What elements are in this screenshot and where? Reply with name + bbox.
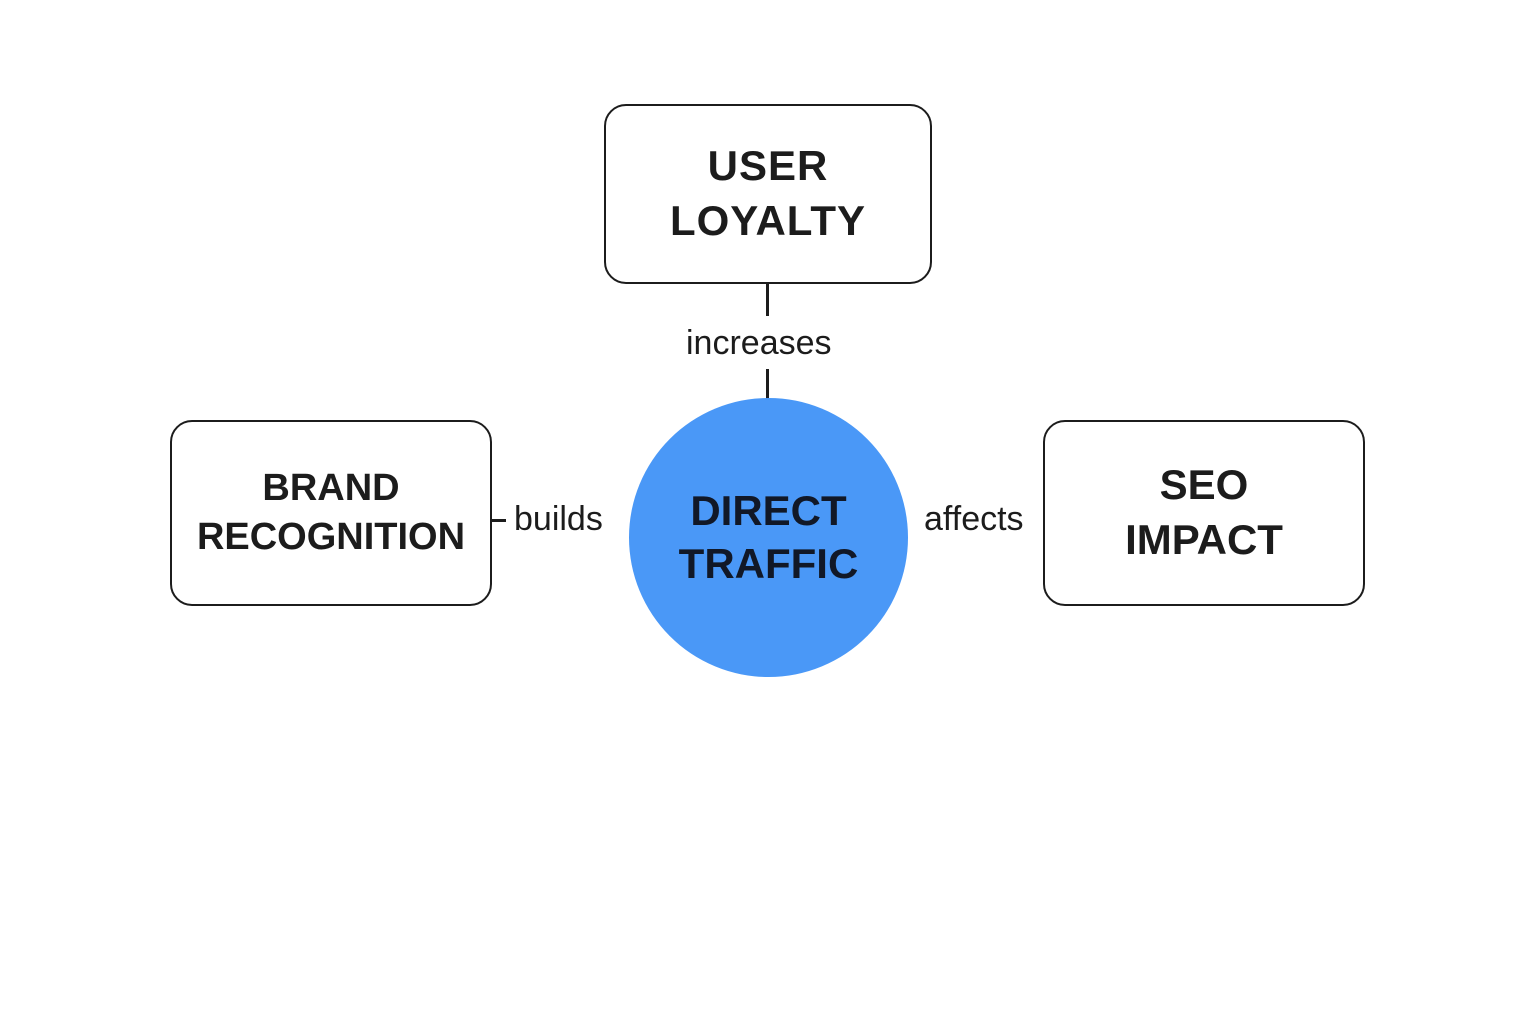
node-seo-impact-line2: IMPACT [1125, 516, 1283, 563]
node-user-loyalty: USER LOYALTY [604, 104, 932, 284]
node-seo-impact: SEO IMPACT [1043, 420, 1365, 606]
node-direct-traffic-line2: TRAFFIC [678, 539, 859, 587]
edge-label-affects: affects [924, 500, 1024, 538]
node-direct-traffic-line1: DIRECT [690, 487, 847, 534]
connector-top-lower [766, 369, 769, 399]
connector-top-upper [766, 284, 769, 316]
edge-label-increases: increases [686, 324, 832, 362]
connector-left [492, 519, 506, 522]
node-brand-recognition: BRAND RECOGNITION [170, 420, 492, 606]
node-user-loyalty-line2: LOYALTY [669, 197, 867, 244]
node-brand-recognition-line2: RECOGNITION [196, 516, 466, 558]
edge-label-builds: builds [514, 500, 603, 538]
node-brand-recognition-line1: BRAND [262, 466, 400, 509]
node-user-loyalty-line1: USER [707, 142, 829, 190]
node-seo-impact-line1: SEO [1159, 461, 1249, 509]
node-direct-traffic: DIRECT TRAFFIC [629, 398, 908, 677]
